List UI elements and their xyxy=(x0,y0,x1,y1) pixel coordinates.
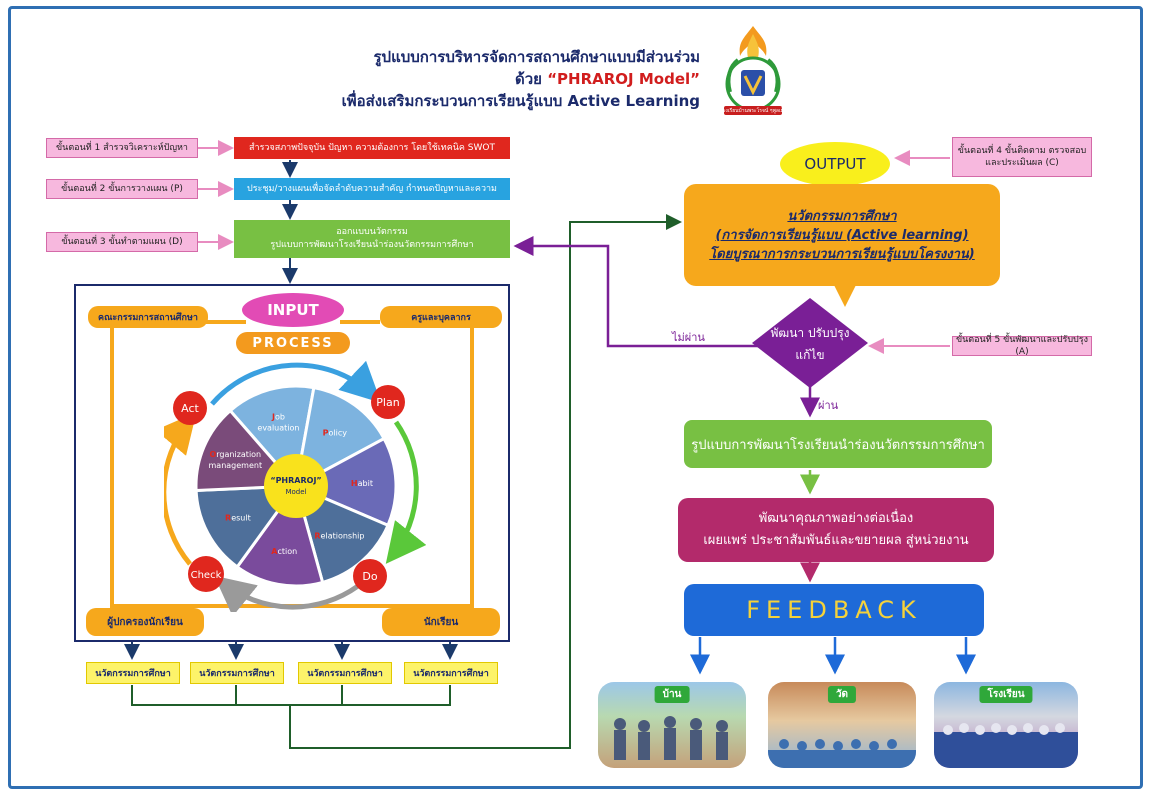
plan-label: Plan xyxy=(376,396,399,409)
arrow-act-to-plan xyxy=(210,360,382,406)
photo-home: บ้าน xyxy=(598,682,746,768)
title-line2: ด้วย “PHRAROJ Model” xyxy=(300,68,700,90)
process-pill: PROCESS xyxy=(236,332,350,354)
do-label: Do xyxy=(362,570,377,583)
develop-line1: พัฒนาคุณภาพอย่างต่อเนื่อง xyxy=(758,511,914,526)
develop-line2: เผยแพร่ ประชาสัมพันธ์และขยายผล สู่หน่วยง… xyxy=(703,533,969,548)
pass-label: ผ่าน xyxy=(818,399,839,412)
photo-home-label: บ้าน xyxy=(654,686,690,703)
step3-box-line2: รูปแบบการพัฒนาโรงเรียนนำร่องนวัตกรรมการศ… xyxy=(270,240,474,250)
innovation-output-box: นวัตกรรมการศึกษา (การจัดการเรียนรู้แบบ (… xyxy=(684,184,1000,286)
photo-school: โรงเรียน xyxy=(934,682,1078,768)
develop-bar: พัฒนาคุณภาพอย่างต่อเนื่อง เผยแพร่ ประชาส… xyxy=(678,498,994,562)
step2-box: ประชุม/วางแผนเพื่อจัดลำดับความสำคัญ กำหน… xyxy=(234,178,510,200)
school-logo: โรงเรียนบ้านพระโรจน์ ๆพูลเม็ก xyxy=(714,22,792,118)
step3-box: ออกแบบนวัตกรรม รูปแบบการพัฒนาโรงเรียนนำร… xyxy=(234,220,510,258)
act-label: Act xyxy=(181,402,199,415)
model-bar: รูปแบบการพัฒนาโรงเรียนนำร่องนวัตกรรมการศ… xyxy=(684,420,992,468)
parents-pill: ผู้ปกครองนักเรียน xyxy=(86,608,204,636)
photo-temple: วัด xyxy=(768,682,916,768)
cycle-segment-label: Relationship xyxy=(314,532,364,541)
cycle-center-line1: “PHRAROJ” xyxy=(270,476,321,485)
decision-text: พัฒนา ปรับปรุง แก้ไข xyxy=(750,322,870,366)
act-node xyxy=(173,391,207,425)
input-ellipse: INPUT xyxy=(242,293,344,327)
cycle-segment xyxy=(293,385,387,489)
cycle-center-line2: Model xyxy=(285,488,306,496)
step3-label: ขั้นตอนที่ 3 ขั้นทำตามแผน (D) xyxy=(46,232,198,252)
do-node xyxy=(353,559,387,593)
title-line1: รูปแบบการบริหารจัดการสถานศึกษาแบบมีส่วนร… xyxy=(373,48,700,66)
innovation-item: นวัตกรรมการศึกษา xyxy=(404,662,498,684)
title-line2-prefix: ด้วย xyxy=(515,70,542,88)
cycle-segment xyxy=(194,484,300,569)
innovation-output-line2: (การจัดการเรียนรู้แบบ (Active learning) xyxy=(715,227,969,243)
cycle-segment-label: Result xyxy=(225,513,251,522)
arrow-check-to-act xyxy=(164,412,197,566)
arrow-plan-to-do xyxy=(385,420,427,564)
title-line3: เพื่อส่งเสริมกระบวนการเรียนรู้แบบ Active… xyxy=(341,92,700,110)
decision-line1: พัฒนา ปรับปรุง xyxy=(770,326,850,340)
step1-box: สำรวจสภาพปัจจุบัน ปัญหา ความต้องการ โดยใ… xyxy=(234,137,510,159)
step4-label: ขั้นตอนที่ 4 ขั้นติดตาม ตรวจสอบ และประเม… xyxy=(952,137,1092,177)
title-model-name: “PHRAROJ Model” xyxy=(547,70,700,88)
seated-students-icon xyxy=(768,739,916,768)
cycle-segment-label: Job xyxy=(271,412,285,421)
innovation-output-line3: โดยบูรณาการกระบวนการเรียนรู้แบบโครงงาน) xyxy=(709,246,975,262)
input-process-panel: คณะกรรมการสถานศึกษา ครูและบุคลากร INPUT … xyxy=(74,284,510,642)
fail-label: ไม่ผ่าน xyxy=(672,331,705,344)
step2-label: ขั้นตอนที่ 2 ขั้นการวางแผน (P) xyxy=(46,179,198,199)
cycle-center xyxy=(264,454,328,518)
cycle-segment-label: Organization xyxy=(209,450,261,459)
cycle-segment-label: Action xyxy=(271,547,297,556)
photo-school-label: โรงเรียน xyxy=(979,686,1033,703)
logo-emblem-icon xyxy=(724,26,782,115)
step4-label-line1: ขั้นตอนที่ 4 ขั้นติดตาม ตรวจสอบ xyxy=(957,146,1087,156)
output-ellipse: OUTPUT xyxy=(780,142,890,186)
innovation-item: นวัตกรรมการศึกษา xyxy=(86,662,180,684)
check-node xyxy=(188,556,224,592)
school-group-icon xyxy=(934,723,1078,768)
plan-node xyxy=(371,385,405,419)
decision-line2: แก้ไข xyxy=(795,348,825,362)
cycle-segment-label-line2: evaluation xyxy=(257,423,299,432)
cycle-segment-label: Policy xyxy=(323,429,348,438)
logo-caption: โรงเรียนบ้านพระโรจน์ ๆพูลเม็ก xyxy=(720,108,786,114)
arrow-do-to-check xyxy=(214,575,360,612)
photo-temple-label: วัด xyxy=(827,686,857,703)
check-label: Check xyxy=(191,570,222,581)
students-pill: นักเรียน xyxy=(382,608,500,636)
step5-label: ขั้นตอนที่ 5 ขั้นพัฒนาและปรับปรุง (A) xyxy=(952,335,1092,357)
innovation-output-line1: นวัตกรรมการศึกษา xyxy=(787,208,897,224)
diagram-title: รูปแบบการบริหารจัดการสถานศึกษาแบบมีส่วนร… xyxy=(300,46,700,112)
people-group-icon xyxy=(614,716,728,760)
step4-label-line2: และประเมินผล (C) xyxy=(985,158,1059,168)
teachers-pill: ครูและบุคลากร xyxy=(380,306,502,328)
step3-box-line1: ออกแบบนวัตกรรม xyxy=(336,227,408,237)
innovation-item: นวัตกรรมการศึกษา xyxy=(190,662,284,684)
phraroj-cycle: Job evaluationPolicyHabitRelationshipActi… xyxy=(164,360,427,612)
step1-label: ขั้นตอนที่ 1 สำรวจวิเคราะห์ปัญหา xyxy=(46,138,198,158)
cycle-segment-label-line2: management xyxy=(209,461,263,470)
committee-pill: คณะกรรมการสถานศึกษา xyxy=(88,306,208,328)
innovation-item: นวัตกรรมการศึกษา xyxy=(298,662,392,684)
decision-diamond xyxy=(752,298,868,388)
cycle-segment-label: Habit xyxy=(351,479,373,488)
feedback-bar: FEEDBACK xyxy=(684,584,984,636)
